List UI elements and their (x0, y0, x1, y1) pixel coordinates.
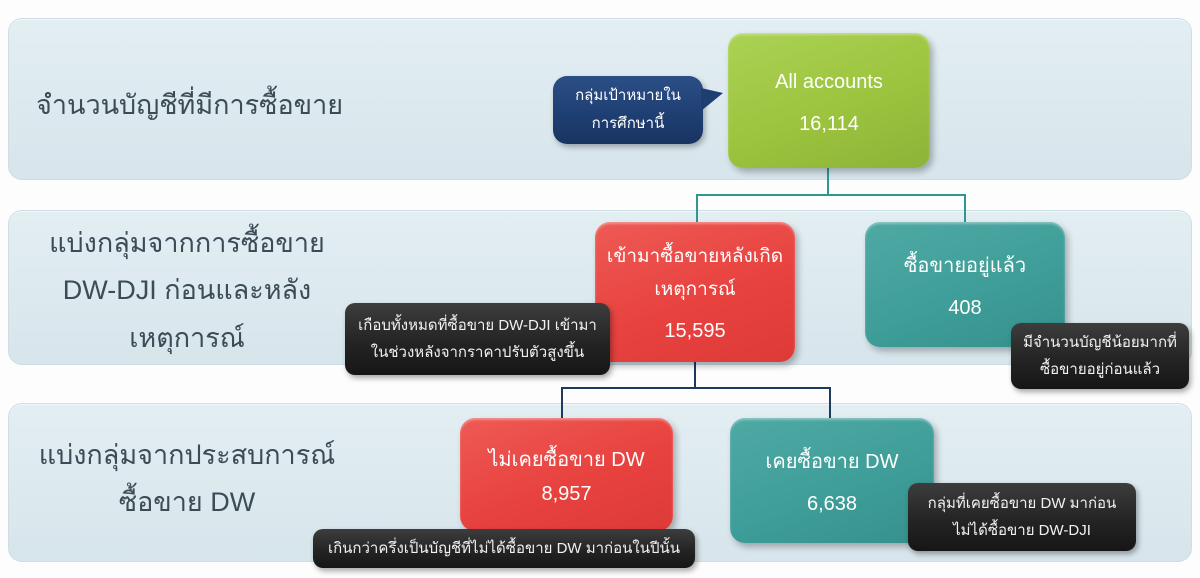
node-ever-traded-dw-title: เคยซื้อขาย DW (765, 451, 899, 473)
node-ever-traded-dw-value: 6,638 (806, 493, 858, 515)
row2-label-line1: แบ่งกลุ่มจากการซื้อขาย (49, 228, 325, 258)
callout-tail-icon (701, 88, 723, 111)
callout-very-few-line1: มีจำนวนบัญชีน้อยมากที่ (1023, 334, 1177, 351)
callout-ever-dw-note-line1: กลุ่มที่เคยซื้อขาย DW มาก่อน (927, 495, 1117, 512)
node-after-event-line2: เหตุการณ์ (654, 278, 736, 300)
row3-label: แบ่งกลุ่มจากประสบการณ์ ซื้อขาย DW (22, 432, 352, 527)
node-never-traded-dw: ไม่เคยซื้อขาย DW 8,957 (460, 418, 673, 531)
connector-row2-right-down (964, 194, 966, 224)
node-all-accounts-title: All accounts (775, 71, 883, 93)
callout-target-group: กลุ่มเป้าหมายใน การศึกษานี้ (553, 76, 723, 144)
node-never-traded-dw-title: ไม่เคยซื้อขาย DW (488, 449, 645, 471)
connector-row2-left-down (696, 194, 698, 224)
row3-label-line2: ซื้อขาย DW (118, 487, 256, 518)
connector-row3-horizontal (561, 387, 831, 389)
node-all-accounts: All accounts 16,114 (728, 33, 930, 168)
callout-very-few: มีจำนวนบัญชีน้อยมากที่ ซื้อขายอยู่ก่อนแล… (1011, 323, 1189, 389)
node-already-trading-title: ซื้อขายอยู่แล้ว (903, 255, 1027, 277)
connector-row2-horizontal (696, 194, 966, 196)
connector-row3-right-down (829, 387, 831, 420)
row2-label-line3: เหตุการณ์ (129, 322, 245, 353)
callout-over-half-line1: เกินกว่าครึ่งเป็นบัญชีที่ไม่ได้ซื้อขาย D… (327, 540, 681, 557)
callout-very-few-line2: ซื้อขายอยู่ก่อนแล้ว (1039, 361, 1161, 378)
node-after-event-line1: เข้ามาซื้อขายหลังเกิด (606, 246, 784, 268)
connector-red-down (694, 360, 696, 388)
callout-target-group-line1: กลุ่มเป้าหมายใน (575, 87, 681, 105)
node-after-event: เข้ามาซื้อขายหลังเกิด เหตุการณ์ 15,595 (595, 222, 795, 362)
callout-almost-all: เกือบทั้งหมดที่ซื้อขาย DW-DJI เข้ามา ในช… (345, 303, 610, 375)
row1-label: จำนวนบัญชีที่มีการซื้อขาย (36, 90, 344, 120)
row2-label: แบ่งกลุ่มจากการซื้อขาย DW-DJI ก่อนและหลั… (22, 220, 352, 362)
row2-label-line2: DW-DJI ก่อนและหลัง (62, 275, 312, 306)
callout-almost-all-line2: ในช่วงหลังจากราคาปรับตัวสูงขึ้น (370, 344, 585, 361)
row3-label-line1: แบ่งกลุ่มจากประสบการณ์ (38, 440, 336, 470)
node-ever-traded-dw: เคยซื้อขาย DW 6,638 (730, 418, 934, 543)
callout-ever-dw-note: กลุ่มที่เคยซื้อขาย DW มาก่อน ไม่ได้ซื้อข… (908, 483, 1136, 551)
callout-target-group-line2: การศึกษานี้ (591, 115, 665, 132)
callout-ever-dw-note-line2: ไม่ได้ซื้อขาย DW-DJI (953, 522, 1091, 539)
node-never-traded-dw-value: 8,957 (541, 483, 592, 505)
node-after-event-value: 15,595 (664, 319, 726, 342)
callout-almost-all-line1: เกือบทั้งหมดที่ซื้อขาย DW-DJI เข้ามา (358, 317, 597, 334)
connector-row3-left-down (561, 387, 563, 420)
node-all-accounts-value: 16,114 (799, 113, 859, 135)
connector-green-down (827, 166, 829, 195)
callout-over-half: เกินกว่าครึ่งเป็นบัญชีที่ไม่ได้ซื้อขาย D… (313, 529, 695, 568)
node-already-trading-value: 408 (948, 297, 982, 319)
